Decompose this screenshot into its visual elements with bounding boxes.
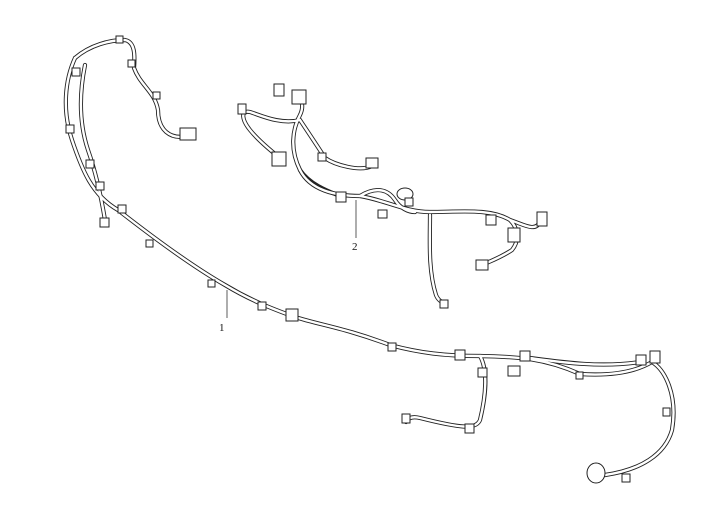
callout-label-2: 2: [352, 241, 358, 253]
harness-1: [63, 35, 676, 484]
harness-2: [237, 83, 548, 309]
connectors-harness-1: [65, 35, 671, 484]
callout-label-1: 1: [219, 322, 225, 334]
connectors-harness-2: [237, 83, 548, 309]
